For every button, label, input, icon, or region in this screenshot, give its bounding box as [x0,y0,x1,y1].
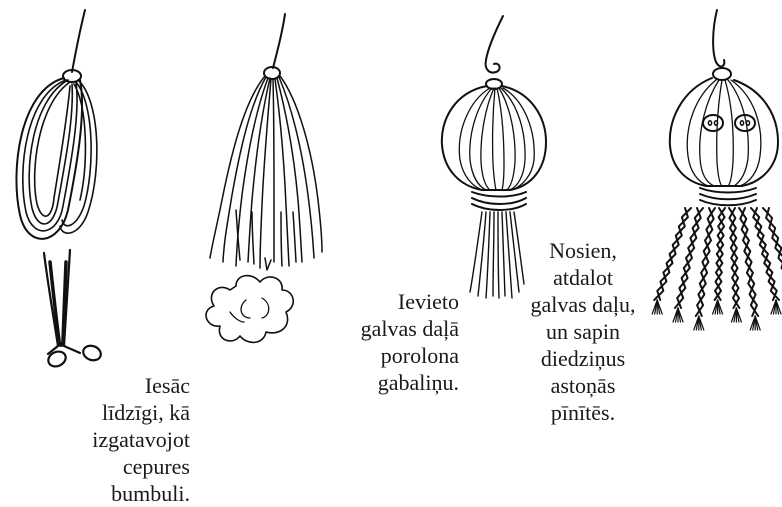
caption-line: galvas daļā [333,315,459,342]
caption-line: diedziņus [516,345,650,372]
caption-line: astoņās [516,372,650,399]
caption-line: Nosien, [516,237,650,264]
braid-1 [652,208,691,314]
caption-line: cepures [40,453,190,480]
caption-line: Iesāc [40,372,190,399]
caption-line: un sapin [516,318,650,345]
caption-line: bumbuli. [40,480,190,507]
cut-yarn-tassel-icon [210,14,322,270]
braid-4 [713,208,725,314]
left-eye-button-icon [703,115,723,131]
caption-line: porolona [333,342,459,369]
caption-line: atdalot [516,264,650,291]
caption-line: pīnītēs. [516,399,650,426]
foam-piece-icon [206,276,293,343]
scissors-icon [44,250,103,369]
caption-line: Ievieto [333,288,459,315]
yarn-doll-braided-icon [652,10,782,330]
braid-7 [751,208,781,314]
yarn-loop-icon [16,10,96,239]
braid-5 [729,208,741,322]
caption-line: galvas daļu, [516,291,650,318]
caption-line: gabaliņu. [333,369,459,396]
caption-line: līdzīgi, kā [40,399,190,426]
caption-line: izgatavojot [40,426,190,453]
braid-6 [739,208,760,330]
